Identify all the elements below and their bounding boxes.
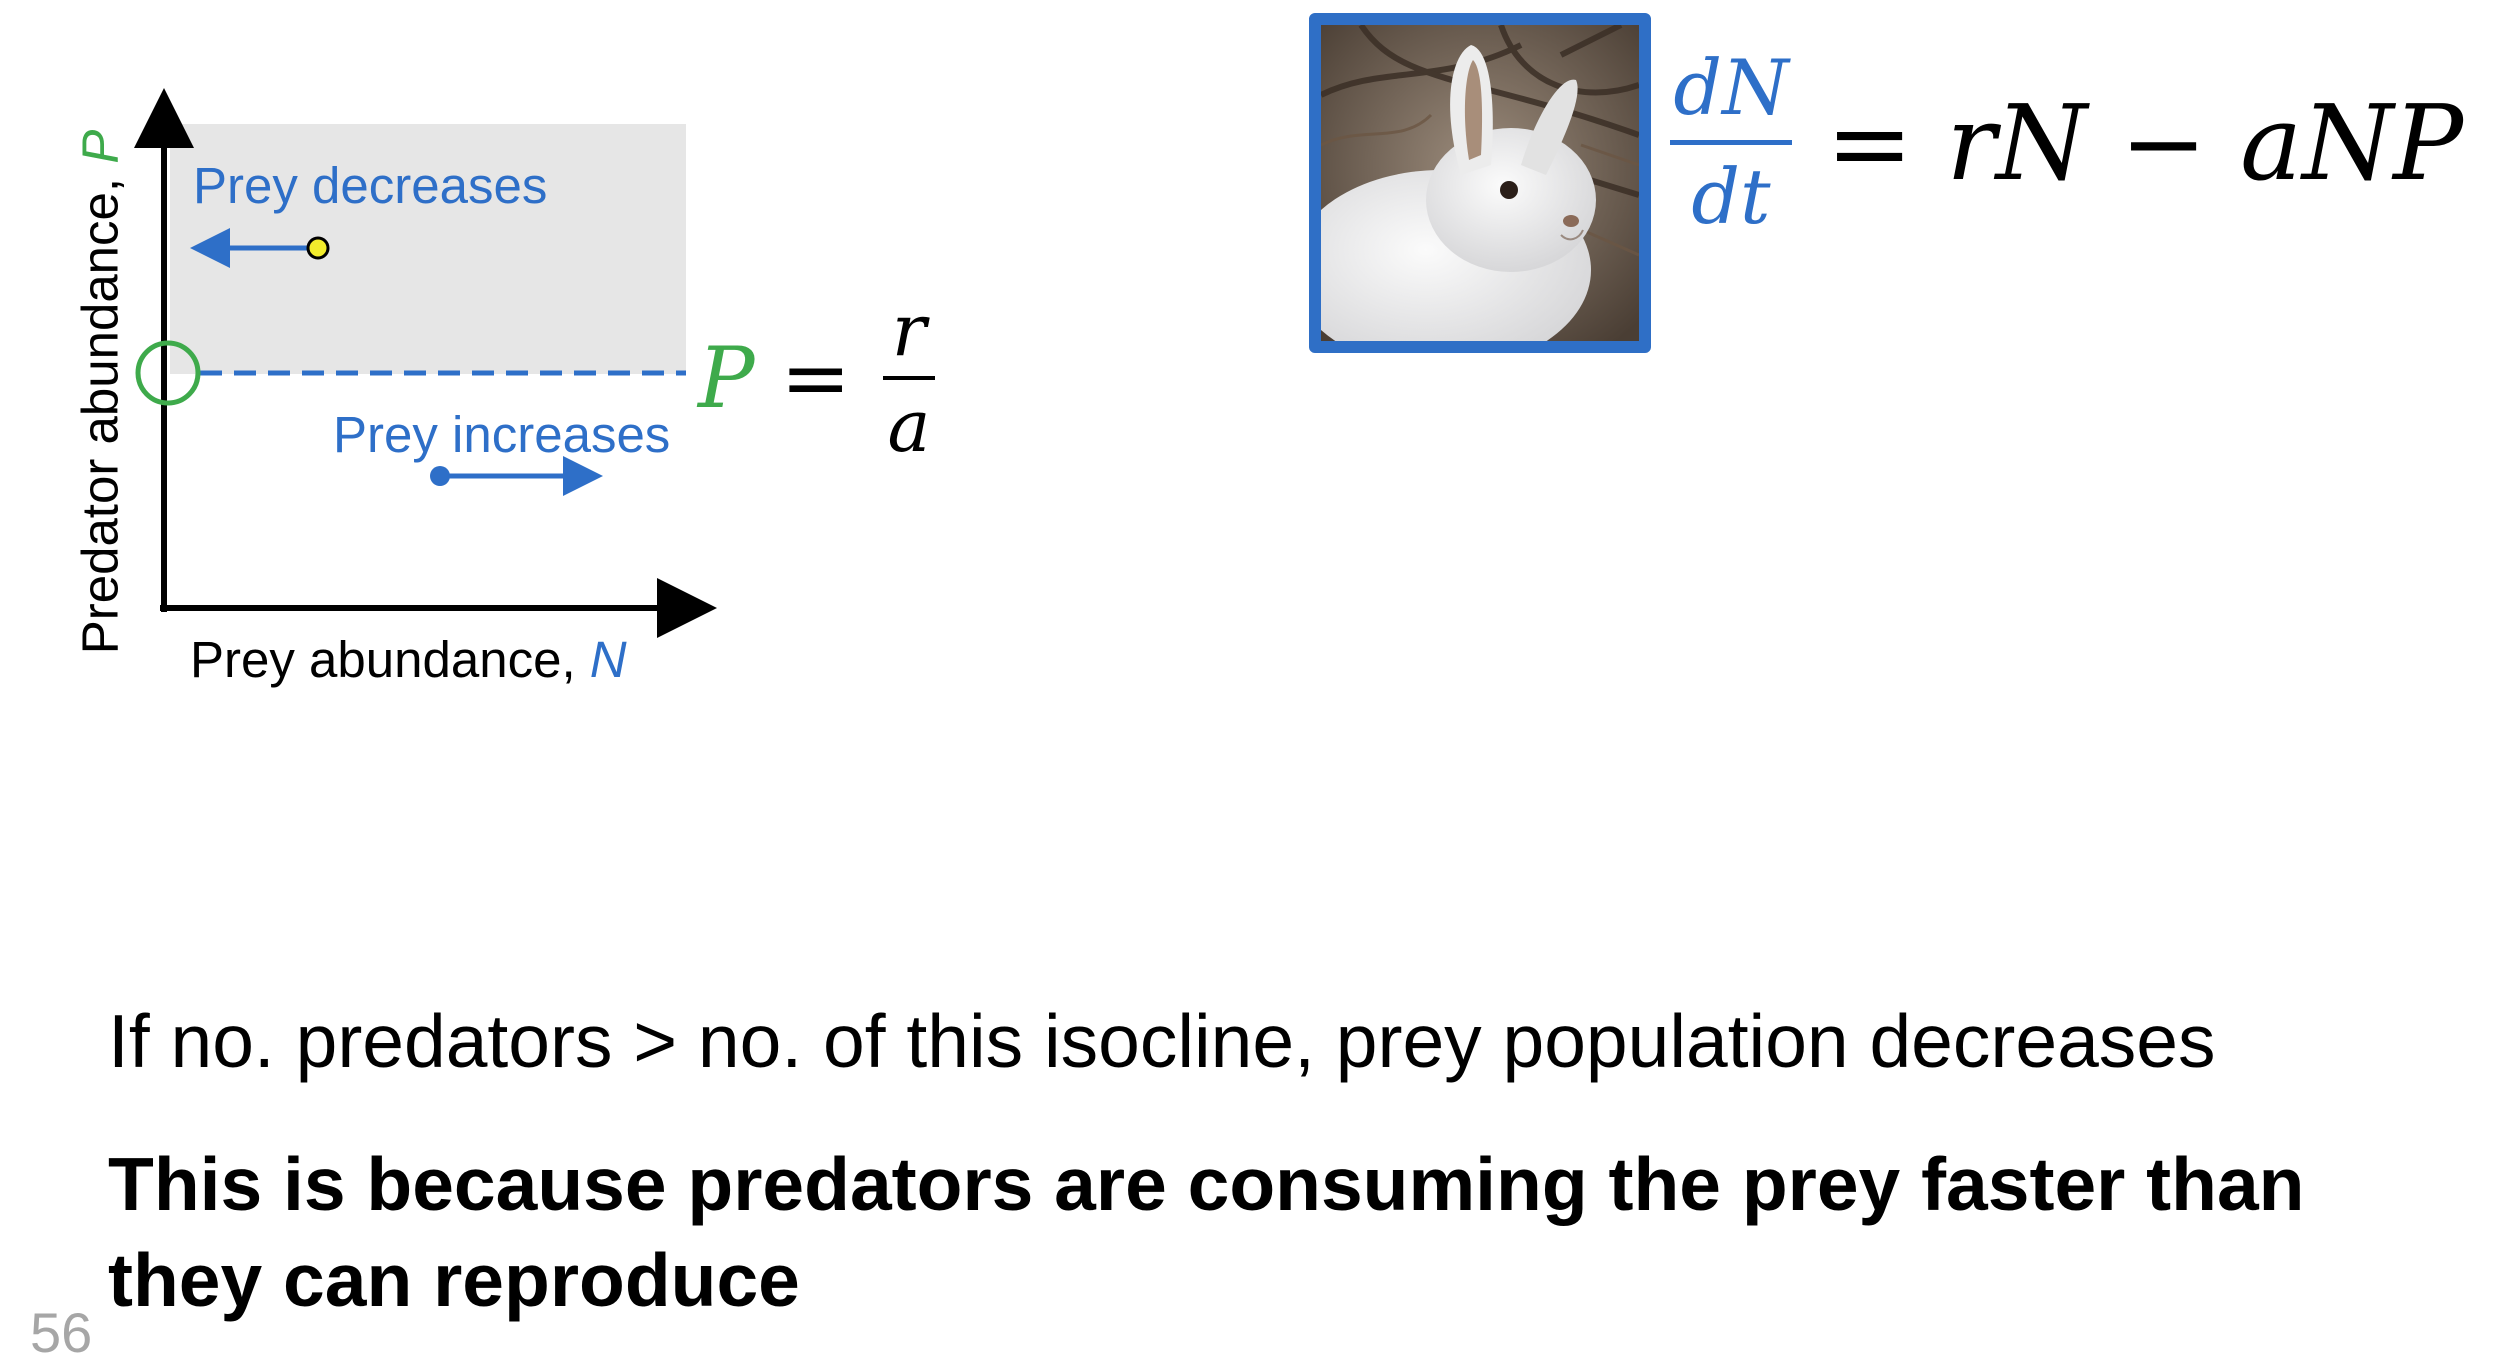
- prey-derivative-denominator: dt: [1691, 152, 1771, 241]
- isocline-explanation: If no. predators > no. of this isocline,…: [108, 999, 2216, 1083]
- y-axis-label: Predator abundance, P: [71, 129, 129, 655]
- prey-growth-equation: dN dt = rN − aNP: [1670, 50, 2463, 235]
- isocline-numerator: r: [891, 288, 927, 372]
- isocline-lhs: P: [698, 329, 755, 427]
- isocline-reason: This is because predators are consuming …: [108, 1142, 2305, 1322]
- decrease-start-point: [306, 236, 330, 260]
- isocline-intercept-circle: [135, 340, 201, 406]
- isocline-fraction: r a: [882, 288, 935, 468]
- prey-derivative: dN dt: [1670, 50, 1792, 235]
- isocline-equation: P = r a: [698, 288, 935, 468]
- isocline-denominator: a: [887, 384, 931, 468]
- prey-increases-label: Prey increases: [333, 406, 671, 463]
- prey-equation-rhs: = rN − aNP: [1826, 81, 2464, 204]
- x-axis-variable: N: [589, 631, 627, 688]
- increase-start-point: [430, 466, 450, 486]
- slide-number: 56: [30, 1301, 93, 1364]
- prey-decreases-label: Prey decreases: [193, 157, 548, 214]
- isocline-equals: =: [780, 329, 851, 427]
- snowshoe-hare-image: [1291, 13, 1651, 370]
- prey-derivative-numerator: dN: [1673, 43, 1789, 132]
- x-axis-label: Prey abundance, N: [190, 631, 627, 688]
- isocline-diagram: [134, 88, 717, 638]
- y-axis-variable: P: [71, 129, 129, 164]
- hare-photo-icon: [1291, 22, 1641, 370]
